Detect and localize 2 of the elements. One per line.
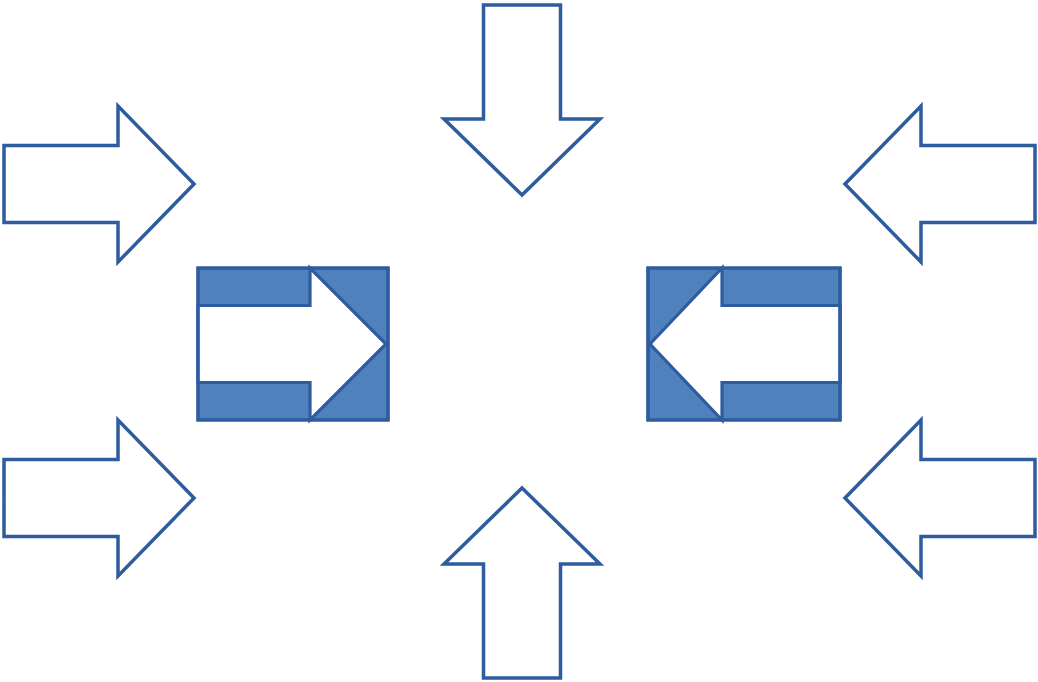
arrow-box: [196, 264, 390, 424]
arrow-box: [646, 264, 842, 424]
